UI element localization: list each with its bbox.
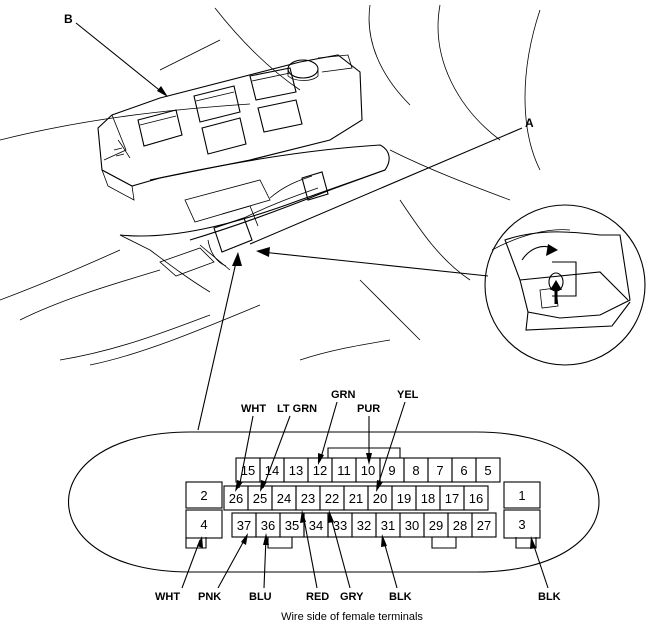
pin-33: 33 bbox=[333, 518, 347, 533]
wire-label-blk-right: BLK bbox=[538, 591, 561, 603]
pin-31: 31 bbox=[381, 518, 395, 533]
pin-2: 2 bbox=[200, 488, 207, 503]
pin-28: 28 bbox=[453, 518, 467, 533]
wire-label-yel: YEL bbox=[397, 389, 419, 401]
callout-b-leader bbox=[75, 22, 164, 94]
pin-37: 37 bbox=[237, 518, 251, 533]
pin-35: 35 bbox=[285, 518, 299, 533]
callout-b-arrowhead bbox=[157, 86, 168, 97]
face-view-pointer-line bbox=[197, 257, 238, 431]
pin-19: 19 bbox=[397, 491, 411, 506]
wire-label-blu: BLU bbox=[249, 591, 272, 603]
pin-cell-27 bbox=[471, 512, 497, 538]
wire-label-wht-bottom: WHT bbox=[155, 591, 180, 603]
pin-18: 18 bbox=[421, 491, 435, 506]
terminal-box-1 bbox=[503, 481, 541, 509]
pin-29: 29 bbox=[429, 518, 443, 533]
pin-10: 10 bbox=[361, 463, 375, 478]
wire-label-gry: GRY bbox=[340, 591, 364, 603]
wire-label-wht-top: WHT bbox=[241, 403, 266, 415]
door-panel-illustration bbox=[0, 4, 541, 366]
pin-row-middle: 26 25 24 23 22 21 20 19 18 17 16 bbox=[223, 485, 489, 511]
terminal-box-3 bbox=[503, 509, 541, 539]
pin-8: 8 bbox=[412, 463, 419, 478]
pin-16: 16 bbox=[469, 491, 483, 506]
wire-label-blk-mid: BLK bbox=[389, 591, 412, 603]
callout-b: B bbox=[64, 12, 73, 26]
pin-11: 11 bbox=[337, 463, 351, 478]
pin-5: 5 bbox=[484, 463, 491, 478]
pin-36: 36 bbox=[261, 518, 275, 533]
pin-22: 22 bbox=[325, 491, 339, 506]
pin-4: 4 bbox=[200, 517, 207, 532]
pin-13: 13 bbox=[289, 463, 303, 478]
pin-1: 1 bbox=[518, 488, 525, 503]
wire-label-pnk: PNK bbox=[198, 591, 221, 603]
pin-cell-5 bbox=[475, 457, 501, 483]
pin-24: 24 bbox=[277, 491, 291, 506]
diagram-caption: Wire side of female terminals bbox=[281, 611, 423, 623]
wire-label-pur: PUR bbox=[357, 403, 380, 415]
pin-25: 25 bbox=[253, 491, 267, 506]
pin-9: 9 bbox=[388, 463, 395, 478]
pin-32: 32 bbox=[357, 518, 371, 533]
pin-12: 12 bbox=[313, 463, 327, 478]
pin-21: 21 bbox=[349, 491, 363, 506]
pin-26: 26 bbox=[229, 491, 243, 506]
pin-30: 30 bbox=[405, 518, 419, 533]
pin-6: 6 bbox=[460, 463, 467, 478]
terminal-box-2 bbox=[185, 481, 223, 509]
wire-label-grn: GRN bbox=[331, 389, 356, 401]
pin-15: 15 bbox=[241, 463, 255, 478]
face-view-pointer-arrowhead bbox=[232, 252, 242, 266]
wire-label-red: RED bbox=[306, 591, 329, 603]
pin-17: 17 bbox=[445, 491, 459, 506]
pin-20: 20 bbox=[373, 491, 387, 506]
pin-34: 34 bbox=[309, 518, 323, 533]
pin-7: 7 bbox=[436, 463, 443, 478]
lock-detail-inset bbox=[484, 204, 646, 366]
pin-27: 27 bbox=[477, 518, 491, 533]
inset-pointer-arrowhead bbox=[256, 247, 270, 257]
inset-pointer-line bbox=[261, 251, 489, 277]
callout-a-leader bbox=[249, 127, 523, 245]
pin-row-bottom: 37 36 35 34 33 32 31 30 29 28 27 bbox=[231, 512, 497, 538]
pin-cell-16 bbox=[463, 485, 489, 511]
wire-label-lt-grn: LT GRN bbox=[277, 403, 317, 415]
callout-a: A bbox=[525, 116, 534, 130]
pin-23: 23 bbox=[301, 491, 315, 506]
terminal-box-4 bbox=[185, 509, 223, 539]
pin-3: 3 bbox=[518, 517, 525, 532]
